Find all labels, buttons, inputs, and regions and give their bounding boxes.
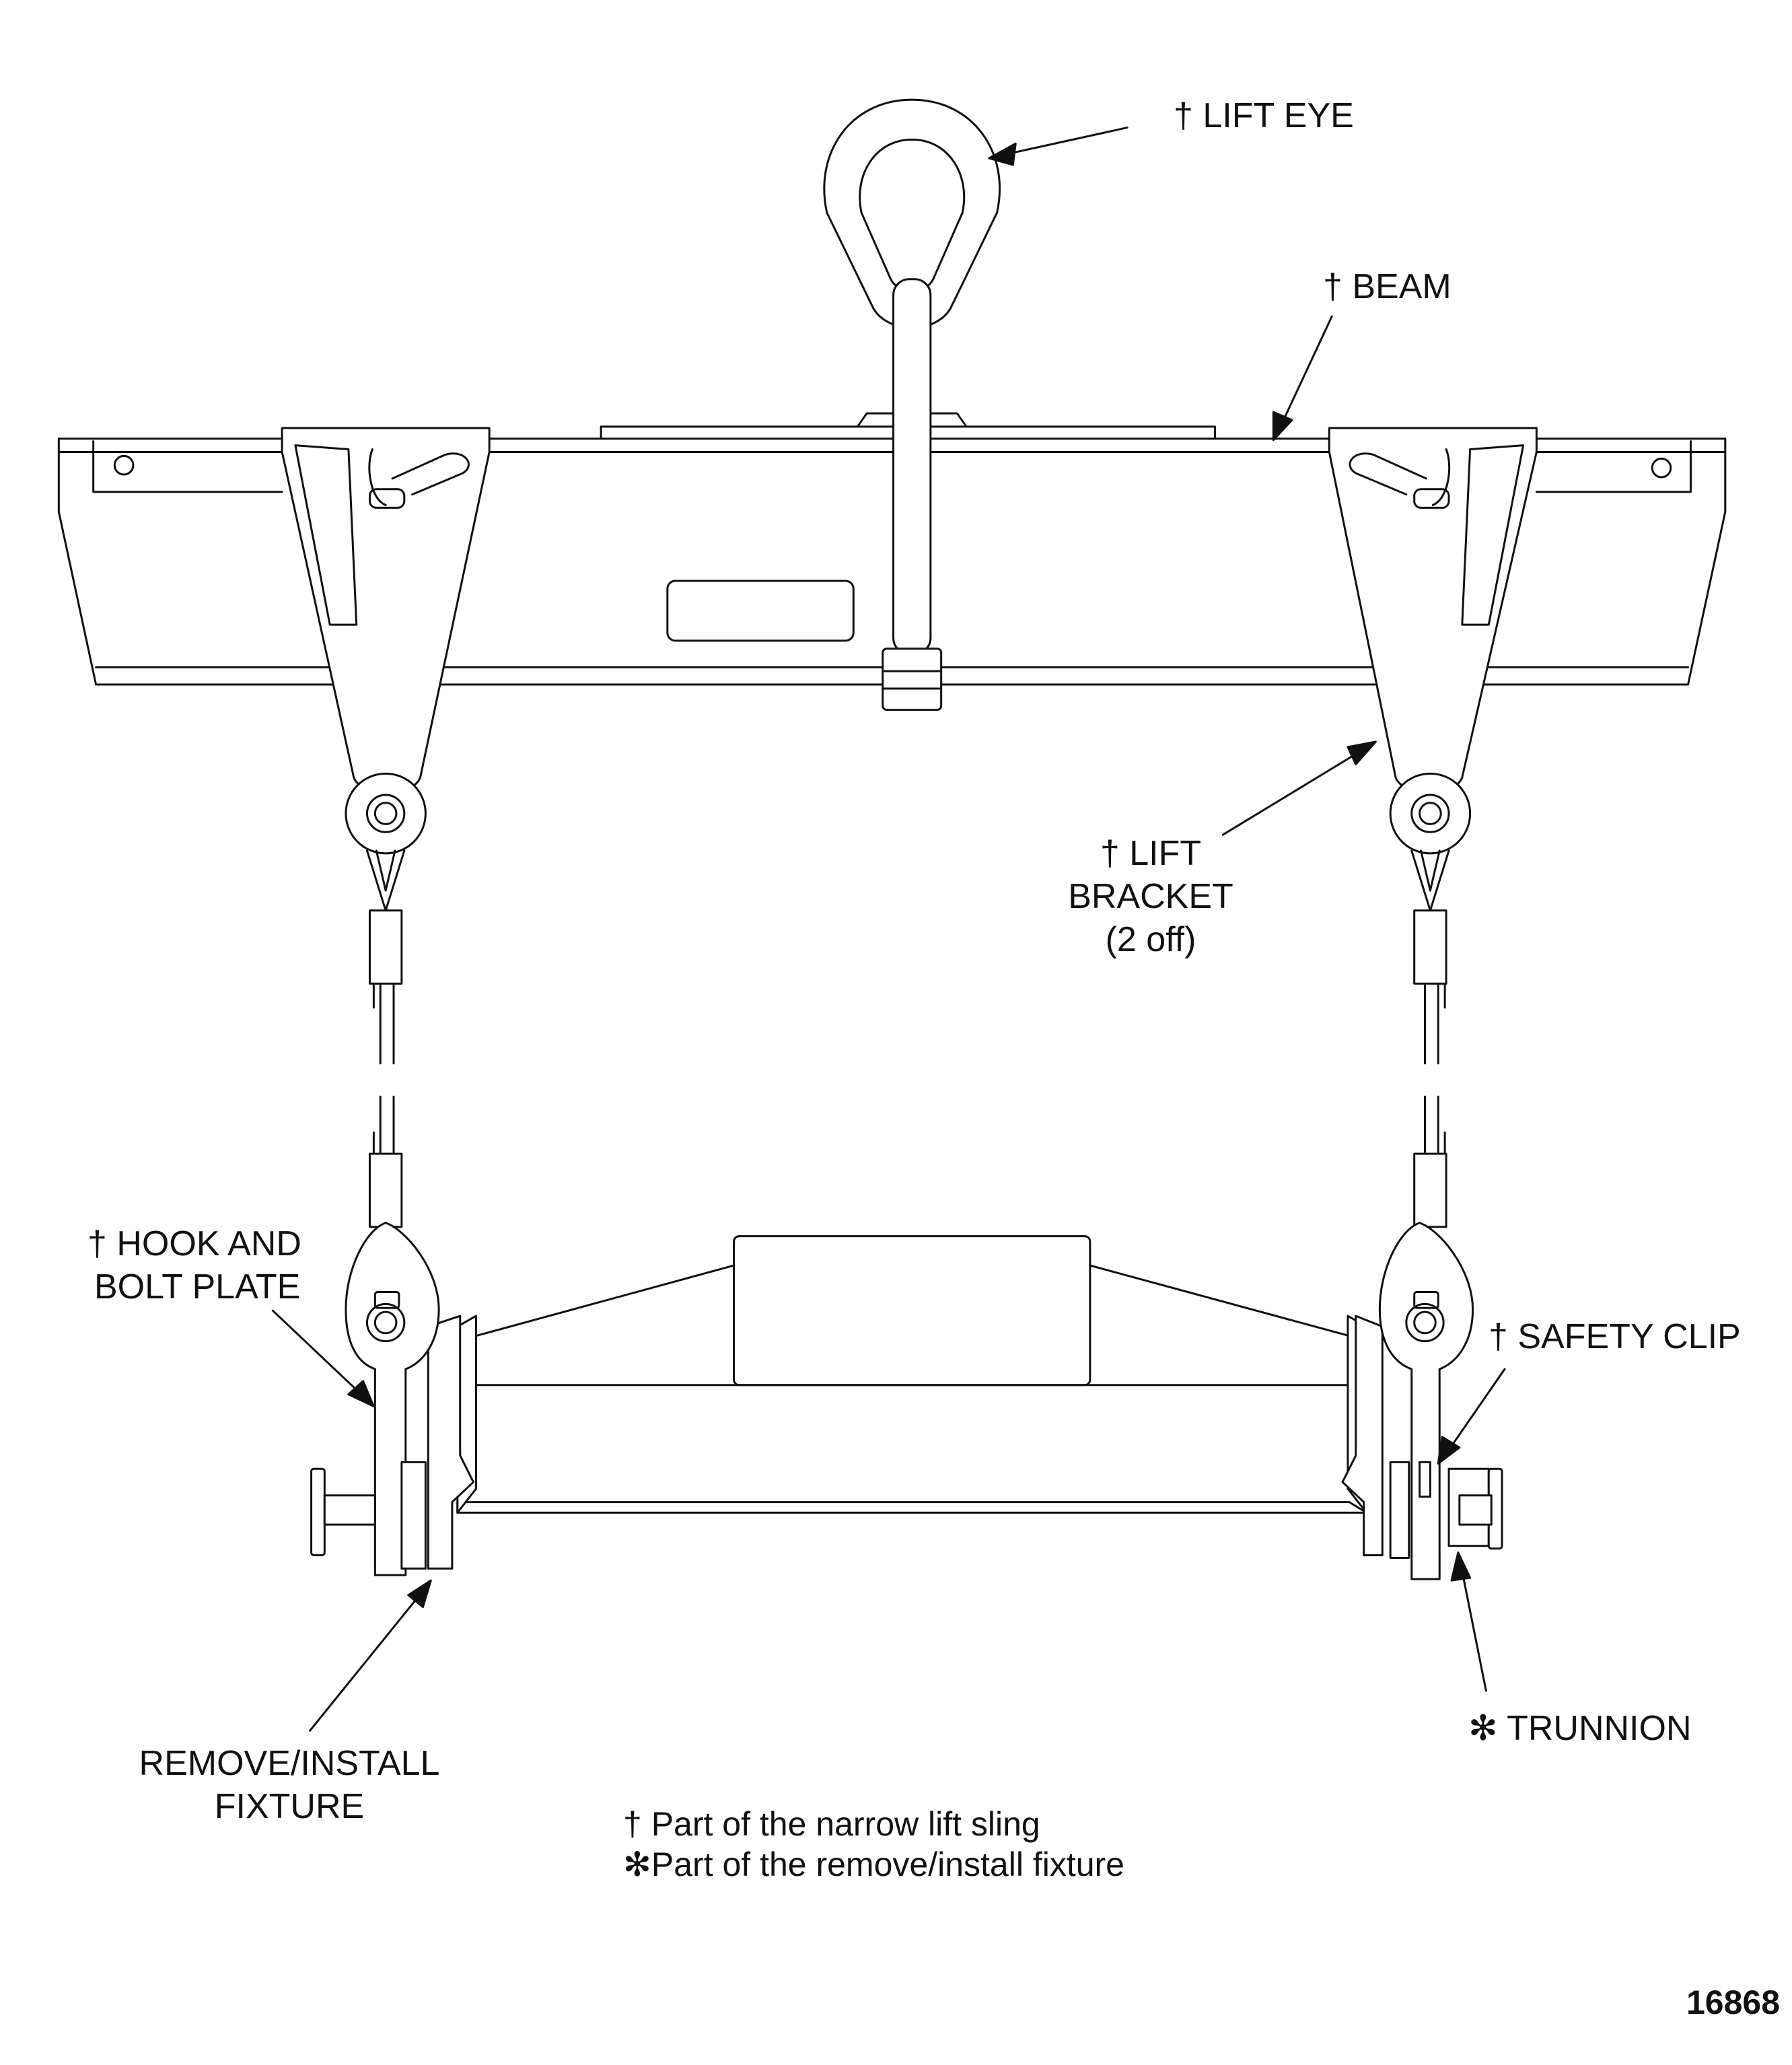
label-lift-bracket-line1: † LIFT (1100, 834, 1202, 873)
hook-bolt-plate-right (1379, 1223, 1502, 1579)
label-fixture-line1: REMOVE/INSTALL (139, 1744, 440, 1783)
leader-lines (273, 128, 1505, 1731)
hook-bolt-plate-left (312, 1223, 439, 1575)
label-fixture-line2: FIXTURE (214, 1787, 365, 1826)
lower-cable-right (1414, 1096, 1446, 1227)
notes: † Part of the narrow lift sling ✻Part of… (623, 1804, 1124, 1885)
label-trunnion: ✻ TRUNNION (1468, 1709, 1692, 1748)
note-line2: ✻Part of the remove/install fixture (623, 1846, 1124, 1883)
label-hook-line2: BOLT PLATE (94, 1267, 301, 1306)
figure-number: 16868 (1686, 1984, 1781, 2021)
label-lift-bracket-line2: BRACKET (1068, 877, 1233, 916)
note-line1: † Part of the narrow lift sling (623, 1805, 1040, 1843)
label-lift-bracket: † LIFT BRACKET (2 off) (1036, 832, 1265, 961)
beam-slot (668, 581, 853, 641)
label-hook-and-bolt-plate: † HOOK AND BOLT PLATE (87, 1222, 301, 1308)
lift-bracket-left (282, 428, 489, 1063)
label-lift-bracket-line3: (2 off) (1105, 920, 1196, 959)
lift-bracket-right (1329, 428, 1536, 1063)
remove-install-fixture (428, 1236, 1382, 1569)
lower-cable-left (369, 1096, 401, 1227)
label-lift-eye: † LIFT EYE (1174, 96, 1354, 135)
label-beam: † BEAM (1323, 267, 1451, 306)
label-hook-line1: † HOOK AND (87, 1224, 301, 1263)
lift-eye (824, 100, 1000, 709)
label-remove-install-fixture: REMOVE/INSTALL FIXTURE (101, 1742, 478, 1828)
label-safety-clip: † SAFETY CLIP (1489, 1317, 1741, 1356)
